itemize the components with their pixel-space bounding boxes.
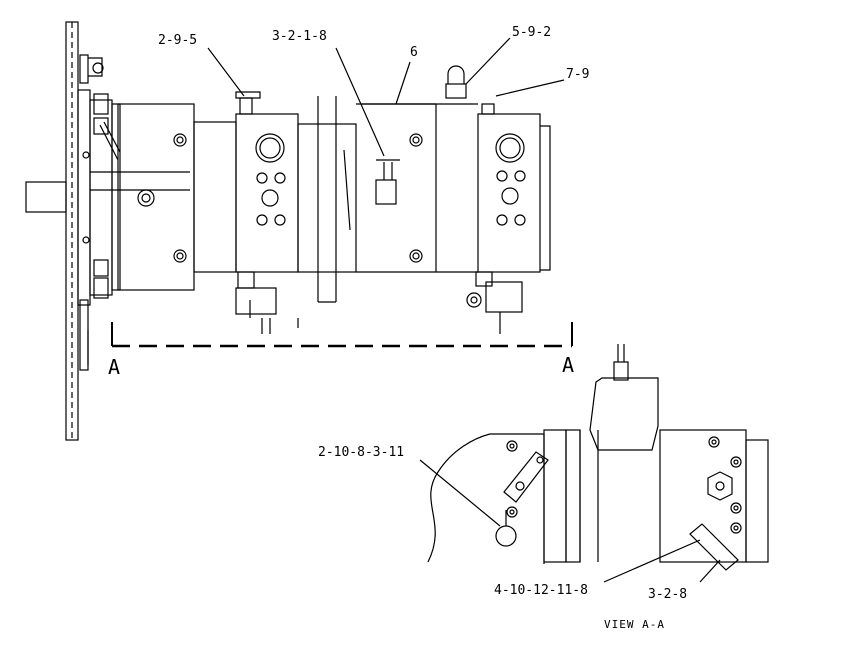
pump-body-front (117, 103, 195, 291)
middle-housing (297, 96, 357, 303)
callout-label: 7-9 (566, 67, 589, 82)
leader-lines (207, 37, 721, 583)
callout-label: 2-9-5 (158, 33, 197, 48)
callout-label: 4-10-12-11-8 (494, 583, 588, 598)
callout-label: 5-9-2 (512, 25, 551, 40)
section-marker-left: A (108, 355, 120, 379)
valve-block-rear (445, 65, 551, 334)
callout-label: 6 (410, 45, 418, 60)
section-line (111, 322, 573, 348)
callout-label: 2-10-8-3-11 (318, 445, 404, 460)
pump-body-rear (356, 103, 478, 273)
pump-flange (77, 89, 121, 306)
view-title: VIEW A-A (604, 618, 665, 631)
sensor-part (375, 159, 400, 205)
input-shaft (25, 171, 190, 213)
valve-block-front (193, 91, 299, 334)
mounting-plate (65, 21, 104, 441)
section-marker-right: A (562, 353, 574, 377)
callout-label: 3-2-1-8 (272, 29, 327, 44)
view-aa-detail (427, 344, 769, 571)
callout-label: 3-2-8 (648, 587, 687, 602)
